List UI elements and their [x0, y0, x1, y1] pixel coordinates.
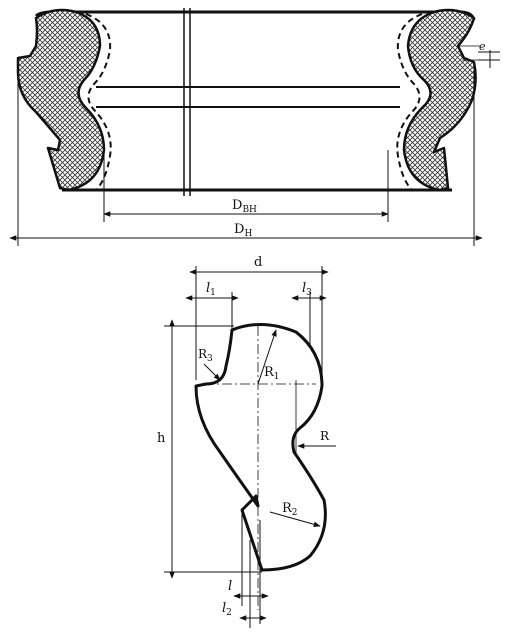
e-label: e: [479, 40, 486, 53]
ring-top-edge: [34, 10, 476, 21]
l2-label: l2: [222, 601, 232, 618]
h-label: h: [157, 431, 166, 446]
r3-label: R3: [198, 347, 213, 364]
right-profile-hatched: [402, 8, 477, 192]
dh-label: DH: [234, 222, 252, 239]
l3-label: l3: [302, 281, 312, 298]
right-step: [458, 45, 480, 61]
l1-label: l1: [206, 281, 216, 298]
seal-profile-outline: [194, 322, 327, 572]
dbh-label: DBH: [232, 198, 257, 215]
profile-detail-view: d l1 l3 R3 R1 R R2: [157, 255, 336, 628]
left-profile-hatched: [16, 8, 106, 192]
ring-section-view: e DBH DH: [9, 8, 500, 246]
l-label: l: [228, 579, 232, 594]
d-label: d: [254, 255, 262, 270]
r3-leader: [203, 363, 221, 381]
left-inner-dashed: [85, 13, 112, 191]
r2-leader: [269, 511, 321, 527]
r2-label: R2: [282, 501, 298, 518]
r-label: R: [320, 429, 330, 443]
r1-leader: [257, 329, 277, 385]
right-inner-dashed: [396, 13, 423, 191]
r1-label: R1: [264, 365, 280, 382]
